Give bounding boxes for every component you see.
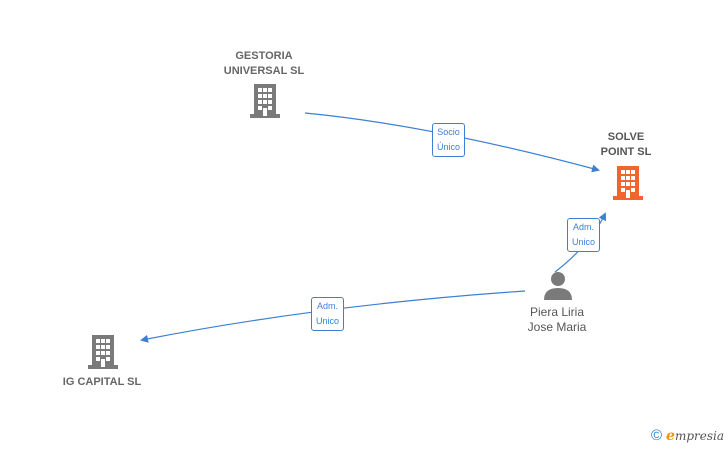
solve-label-line1: SOLVE [607,131,645,143]
edge-badge-adm-igcapital-line2: Unico [316,316,340,326]
gestoria-label[interactable]: GESTORIA UNIVERSAL SL [204,49,324,79]
edge-badge-adm-solve-line1: Adm. [573,222,595,232]
edge-badge-adm-igcapital[interactable]: Adm. Unico [311,297,345,331]
igcapital-building-icon[interactable] [88,335,118,374]
edge-badge-socio-line2: Único [437,142,461,152]
igcapital-label[interactable]: IG CAPITAL SL [42,375,162,390]
edge-badge-adm-solve[interactable]: Adm. Unico [567,218,601,252]
solve-label-line2: POINT SL [600,146,652,158]
piera-label[interactable]: Piera Liria Jose Maria [505,305,609,335]
gestoria-label-line1: GESTORIA [235,50,293,62]
edge-badge-adm-solve-line2: Unico [572,237,596,247]
solve-building-icon[interactable] [613,166,643,205]
brand-logo-e: e [666,427,675,444]
gestoria-building-icon[interactable] [250,84,280,123]
edge-badge-socio-line1: Socio [437,127,460,137]
piera-person-icon[interactable] [543,270,573,305]
gestoria-label-line2: UNIVERSAL SL [223,65,305,77]
solve-label[interactable]: SOLVE POINT SL [576,130,676,160]
footer-brand: © empresia [651,427,724,444]
edge-badge-socio[interactable]: Socio Único [432,123,466,157]
piera-label-line1: Piera Liria [529,305,585,319]
brand-logo[interactable]: empresia [666,428,724,444]
piera-label-line2: Jose Maria [527,320,587,334]
copyright-icon: © [650,427,663,444]
brand-logo-text: mpresia [674,428,724,443]
igcapital-label-line1: IG CAPITAL SL [62,376,142,388]
edge-badge-adm-igcapital-line1: Adm. [317,301,339,311]
